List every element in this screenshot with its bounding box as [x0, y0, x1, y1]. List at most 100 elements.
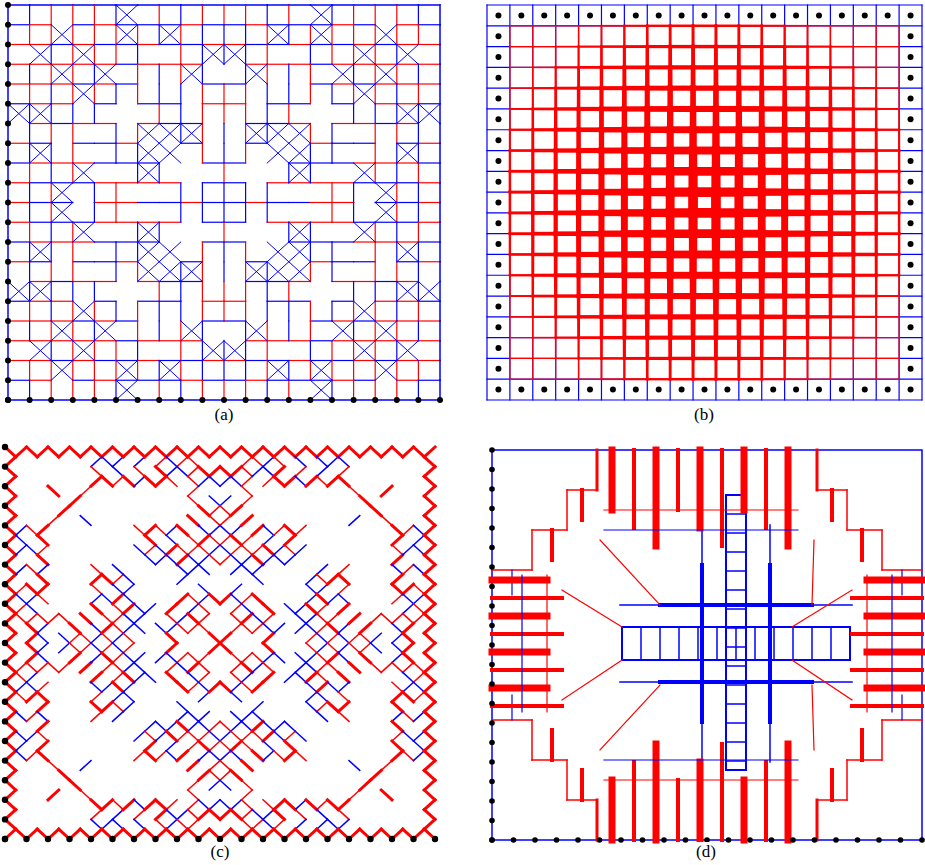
truss-member — [577, 109, 581, 130]
truss-member — [397, 64, 419, 65]
truss-member — [375, 321, 397, 341]
truss-member — [533, 108, 556, 111]
truss-member — [310, 340, 332, 341]
truss-member — [51, 242, 52, 262]
truss-member — [30, 261, 52, 262]
truss-member — [289, 262, 311, 282]
truss-member — [30, 182, 52, 183]
truss-member — [899, 338, 900, 359]
truss-member — [354, 64, 376, 65]
truss-member — [510, 46, 533, 47]
truss-member — [188, 565, 199, 575]
truss-member — [829, 67, 832, 88]
grid-member — [509, 5, 510, 400]
truss-member — [51, 222, 52, 242]
support-dot — [724, 387, 730, 393]
truss-member — [601, 315, 624, 319]
truss-member — [72, 104, 73, 124]
truss-member — [876, 47, 877, 68]
support-dot — [495, 158, 501, 164]
truss-member — [782, 109, 787, 130]
truss-member — [94, 45, 95, 65]
truss-member — [808, 273, 831, 278]
truss-member — [223, 341, 224, 361]
truss-member — [601, 26, 603, 47]
support-dot — [862, 387, 868, 393]
truss-member — [224, 360, 246, 361]
support-dot — [286, 397, 292, 403]
truss-member — [134, 751, 145, 761]
truss-member — [116, 83, 138, 84]
support-dot — [48, 397, 54, 403]
truss-member — [116, 320, 138, 321]
truss-member — [223, 45, 224, 65]
truss-member — [94, 261, 116, 262]
truss-member — [134, 800, 145, 810]
truss-member — [418, 222, 440, 223]
truss-member — [73, 241, 95, 242]
truss-member — [188, 594, 199, 604]
truss-member — [310, 84, 311, 104]
truss-member — [808, 107, 831, 111]
truss-member — [72, 84, 73, 104]
truss-member — [138, 301, 160, 302]
truss-member — [245, 143, 246, 163]
truss-member — [397, 320, 419, 321]
truss-member — [418, 202, 440, 203]
truss-member — [289, 380, 311, 381]
grid-member — [807, 5, 808, 400]
truss-member — [354, 162, 376, 163]
truss-member — [94, 241, 116, 242]
truss-member — [267, 281, 289, 282]
truss-member — [532, 67, 534, 88]
truss-member — [73, 163, 95, 183]
truss-member — [714, 358, 717, 379]
support-dot — [394, 397, 400, 403]
truss-member — [202, 25, 203, 45]
grid-member — [487, 88, 922, 89]
truss-member — [180, 361, 181, 381]
truss-member — [123, 800, 134, 810]
truss-member — [223, 262, 224, 282]
truss-member — [624, 25, 647, 27]
truss-member — [876, 149, 899, 152]
truss-member — [181, 124, 203, 144]
truss-member — [289, 124, 311, 144]
truss-member — [579, 46, 602, 48]
border-member — [439, 143, 441, 163]
truss-member — [177, 555, 188, 565]
truss-member — [397, 45, 419, 65]
truss-member — [8, 282, 30, 302]
truss-member — [37, 623, 48, 633]
grid-member — [532, 5, 533, 400]
truss-member — [310, 222, 311, 242]
truss-member — [375, 361, 376, 381]
truss-member — [509, 296, 510, 317]
truss-member — [375, 104, 376, 124]
truss-member — [760, 67, 764, 88]
truss-member — [556, 294, 579, 297]
truss-member — [177, 819, 188, 829]
truss-member — [899, 26, 900, 47]
truss-member — [29, 104, 30, 124]
truss-member — [123, 682, 134, 692]
truss-member — [245, 341, 246, 361]
truss-member — [137, 222, 138, 242]
truss-member — [531, 171, 534, 192]
truss-member — [288, 282, 289, 302]
truss-member — [116, 241, 138, 242]
truss-member — [805, 109, 810, 130]
truss-member — [332, 241, 354, 242]
truss-member — [199, 565, 210, 575]
truss-member — [91, 810, 102, 820]
truss-member — [224, 222, 246, 223]
truss-member — [624, 315, 647, 320]
truss-member — [188, 653, 199, 663]
truss-member — [202, 183, 203, 203]
truss-member — [16, 525, 27, 535]
truss-member — [397, 104, 419, 124]
truss-member — [223, 84, 224, 104]
truss-member — [224, 202, 246, 203]
truss-member — [716, 314, 739, 319]
border-member — [439, 282, 441, 302]
